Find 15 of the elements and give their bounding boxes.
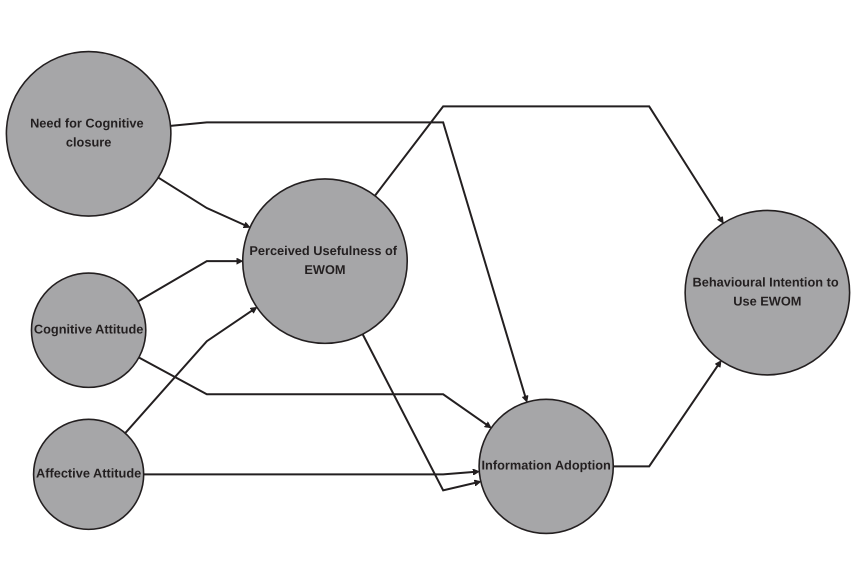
node-circle: Perceived Usefulness of EWOM	[242, 178, 408, 344]
node-circle: Behavioural Intention to Use EWOM	[684, 210, 850, 376]
node-circle: Need for Cognitive closure	[6, 50, 172, 217]
node-circle: Affective Attitude	[32, 418, 144, 530]
arrow	[613, 360, 722, 468]
arrow	[158, 176, 250, 228]
arrow	[137, 258, 244, 302]
arrow	[362, 334, 482, 492]
arrow	[170, 121, 528, 402]
node-circle: Cognitive Attitude	[30, 272, 147, 388]
arrow	[144, 468, 480, 476]
node-circle: Information Adoption	[478, 398, 614, 534]
arrow	[124, 306, 258, 434]
arrow	[374, 105, 724, 224]
arrow	[138, 356, 492, 428]
